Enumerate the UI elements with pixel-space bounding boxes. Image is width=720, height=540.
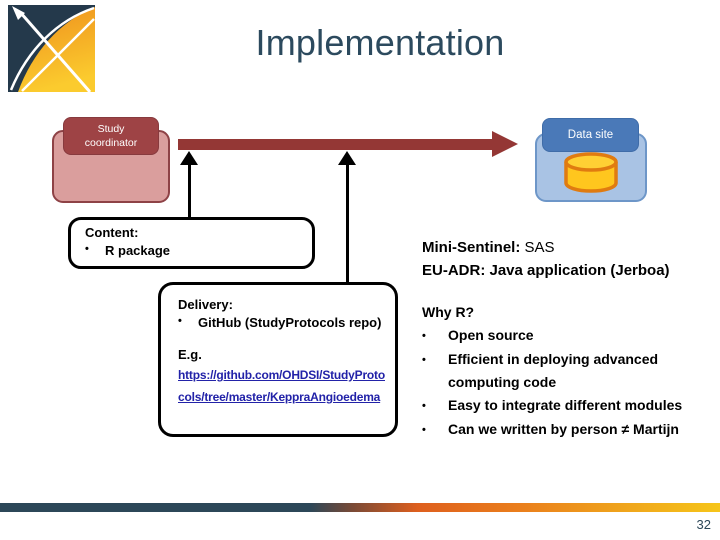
github-link-line2[interactable]: cols/tree/master/KeppraAngioedema [178, 390, 381, 404]
bullet-icon: • [422, 330, 426, 342]
bullet-icon: • [422, 354, 426, 366]
why-r-bullet: Open source [448, 327, 534, 343]
content-connector-arrow [188, 164, 191, 218]
study-coordinator-label: Study coordinator [63, 117, 159, 155]
ohdsi-compass-logo-icon [8, 5, 95, 93]
coordinator-to-datasite-arrow [178, 139, 493, 150]
platforms-line1-label: Mini-Sentinel: [422, 239, 521, 256]
platforms-line1: Mini-Sentinel: SAS [422, 236, 670, 259]
content-connector-arrowhead-icon [180, 151, 198, 165]
github-link[interactable]: https://github.com/OHDSI/StudyProto cols… [178, 364, 395, 408]
platforms-line2: EU-ADR: Java application (Jerboa) [422, 262, 670, 279]
bullet-icon: • [422, 400, 426, 412]
database-cylinder-icon [562, 151, 620, 193]
list-item: • Easy to integrate different modules [422, 394, 718, 418]
platforms-note: Mini-Sentinel: SAS EU-ADR: Java applicat… [422, 236, 670, 282]
content-bullet-text: R package [105, 243, 171, 258]
content-callout-box: Content: • R package [68, 217, 315, 269]
bullet-icon: • [422, 424, 426, 436]
coordinator-to-datasite-arrowhead-icon [492, 131, 518, 157]
bullet-icon: • [85, 243, 89, 255]
why-r-bullet: Efficient in deploying advanced computin… [448, 351, 659, 390]
content-heading: Content: [85, 225, 139, 240]
page-title: Implementation [255, 22, 505, 63]
delivery-connector-arrow [346, 164, 349, 283]
footer-gradient-bar [0, 503, 720, 512]
bullet-icon: • [178, 315, 182, 327]
why-r-section: Why R? • Open source • Efficient in depl… [422, 301, 718, 442]
list-item: • Efficient in deploying advanced comput… [422, 348, 718, 394]
list-item: • GitHub (StudyProtocols repo) [178, 315, 395, 330]
why-r-bullet: Can we written by person ≠ Martijn [448, 421, 679, 437]
platforms-line1-value: SAS [520, 239, 555, 256]
page-number: 32 [696, 517, 711, 532]
list-item: • Open source [422, 324, 718, 348]
delivery-heading: Delivery: [178, 297, 233, 312]
github-link-line1[interactable]: https://github.com/OHDSI/StudyProto [178, 368, 385, 382]
delivery-callout-box: Delivery: • GitHub (StudyProtocols repo)… [158, 282, 398, 437]
delivery-bullet-text: GitHub (StudyProtocols repo) [198, 315, 382, 330]
delivery-connector-arrowhead-icon [338, 151, 356, 165]
why-r-bullet: Easy to integrate different modules [448, 397, 683, 413]
example-label: E.g. [178, 347, 202, 362]
why-r-heading: Why R? [422, 304, 475, 320]
list-item: • Can we written by person ≠ Martijn [422, 418, 718, 442]
list-item: • R package [85, 243, 312, 258]
data-site-label: Data site [542, 118, 639, 152]
